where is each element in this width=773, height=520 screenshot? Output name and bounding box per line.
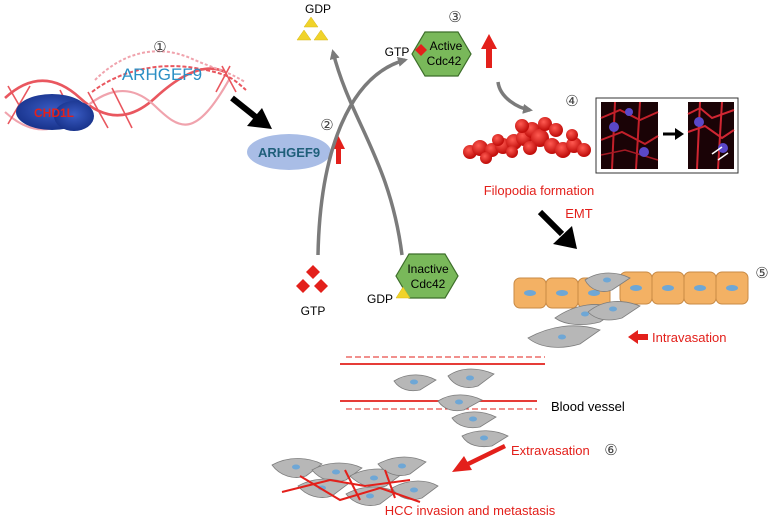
orange-cell-nuclei: [524, 285, 738, 296]
active-cdc42-line1: Active: [430, 39, 463, 53]
emt-label: EMT: [565, 206, 593, 221]
filopodia-label: Filopodia formation: [484, 183, 595, 198]
inactive-cdc42-line1: Inactive: [407, 262, 449, 276]
arrow-inactive-to-gdp-release: [329, 49, 404, 256]
arrow-intravasation: [628, 330, 648, 344]
hcc-label: HCC invasion and metastasis: [385, 503, 556, 518]
gdp-triangles-released: [296, 16, 329, 41]
inactive-cdc42-line2: Cdc42: [411, 277, 446, 291]
step-marker-4: ④: [565, 93, 578, 110]
arrow-gene-to-protein: [230, 95, 272, 129]
active-cdc42-line2: Cdc42: [427, 54, 462, 68]
arhgef9-protein-label: ARHGEF9: [258, 145, 320, 160]
step-marker-3: ③: [448, 9, 461, 26]
chd1l-protein: CHD1L: [16, 94, 94, 131]
inactive-cdc42: Inactive Cdc42: [395, 253, 459, 299]
gtp-diamond-bound: [415, 44, 427, 56]
gtp-bottom-label: GTP: [301, 304, 326, 318]
up-arrow-active-cdc42: [481, 34, 497, 68]
extravasation-label: Extravasation: [511, 443, 590, 458]
arrow-extravasation: [452, 443, 506, 472]
filopodia-cluster: [463, 117, 591, 164]
chd1l-label: CHD1L: [34, 106, 74, 120]
arhgef9-gene-label: ARHGEF9: [122, 65, 202, 84]
step-marker-2: ②: [320, 117, 333, 134]
gdp-inactive-label: GDP: [367, 292, 393, 306]
arrow-active-to-filopodia: [496, 81, 533, 114]
epithelial-cell-layer: [513, 271, 749, 348]
gdp-top-label: GDP: [305, 2, 331, 16]
step-marker-1: ①: [153, 39, 166, 56]
hcc-invasion-cluster: [271, 456, 439, 506]
arrow-emt: [537, 209, 577, 249]
blood-vessel-label: Blood vessel: [551, 399, 625, 414]
step-marker-5: ⑤: [755, 265, 768, 282]
step-marker-6: ⑥: [604, 442, 617, 459]
gtp-active-label: GTP: [385, 45, 410, 59]
intravasation-label: Intravasation: [652, 330, 726, 345]
microscopy-inset: [595, 97, 739, 174]
active-cdc42: Active Cdc42: [411, 31, 472, 77]
microscopy-before-image: [600, 101, 659, 170]
arrow-gtp-to-active: [316, 57, 408, 256]
microscopy-arrow: [663, 128, 684, 140]
microscopy-after-image: [687, 101, 735, 170]
arhgef9-protein: ARHGEF9: [247, 134, 331, 170]
orange-cells: [513, 271, 749, 309]
gtp-diamonds-free: [296, 265, 328, 293]
gdp-triangle-bound: [395, 286, 411, 299]
